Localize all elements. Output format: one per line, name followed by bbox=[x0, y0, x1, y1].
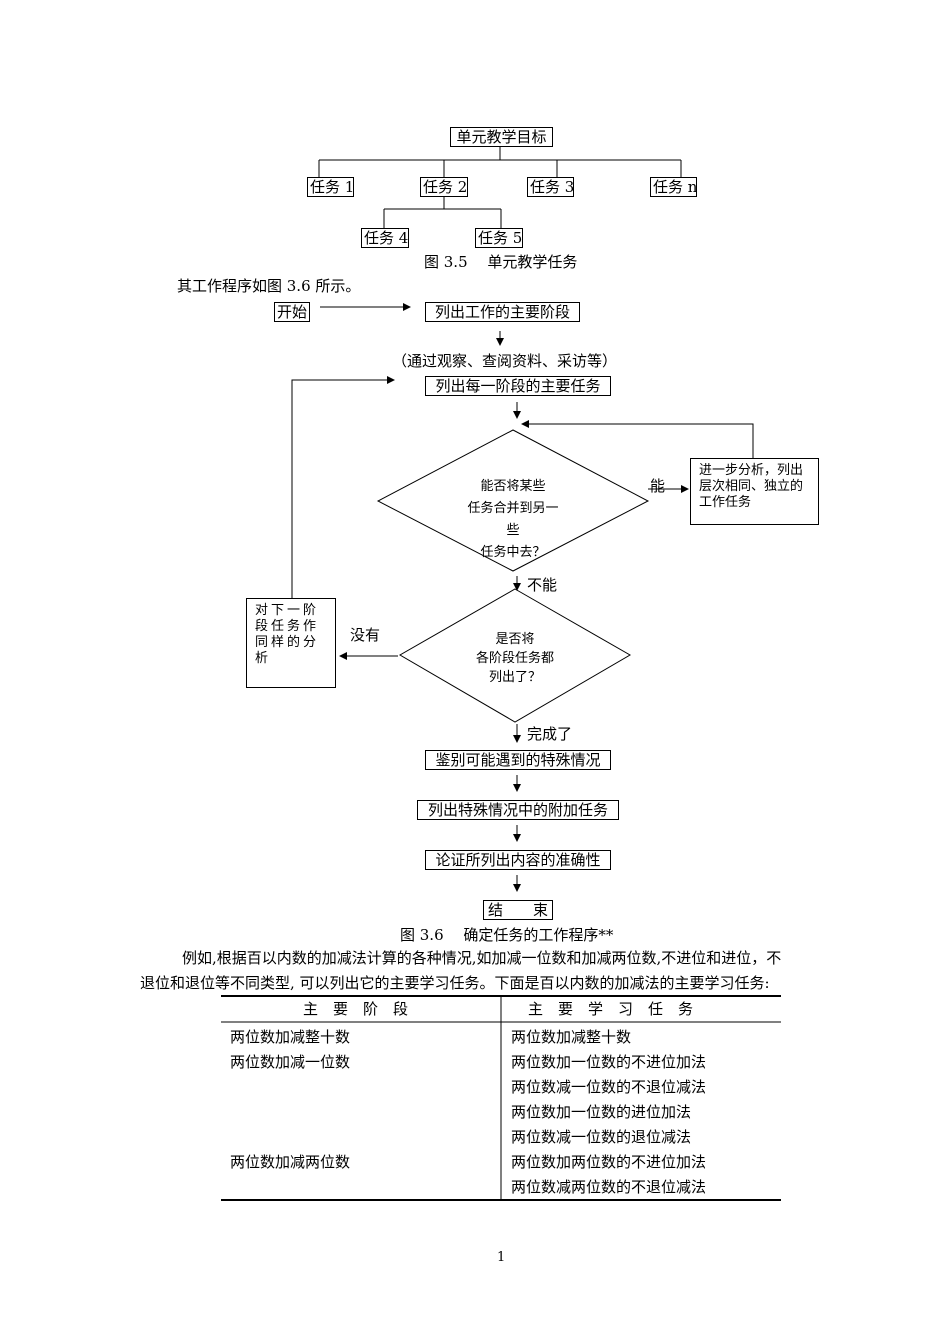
page-number: 1 bbox=[497, 1250, 506, 1265]
decision-merge-line: 些 bbox=[506, 523, 520, 538]
figure-3-5-caption: 图 3.5 单元教学任务 bbox=[424, 253, 578, 271]
decision-diamond-complete bbox=[399, 588, 631, 723]
flow-step-special-cases: 鉴别可能遇到的特殊情况 bbox=[425, 750, 611, 770]
flow-step-stage-tasks: 列出每一阶段的主要任务 bbox=[425, 376, 611, 396]
tree-task-2: 任务 2 bbox=[420, 177, 468, 197]
missing-label: 没有 bbox=[350, 626, 381, 644]
decision-complete-line: 列出了？ bbox=[488, 670, 541, 685]
done-label: 完成了 bbox=[527, 725, 573, 743]
table-header-tasks: 主 要 学 习 任 务 bbox=[528, 1000, 694, 1018]
table-cell: 两位数减一位数的退位减法 bbox=[511, 1128, 692, 1146]
decision-merge-text: 能否将某些 任务合并到另一 些 任务中去？ bbox=[443, 476, 583, 564]
decision-complete-line: 各阶段任务都 bbox=[475, 651, 554, 666]
table-cell: 两位数加两位数的不进位加法 bbox=[511, 1153, 707, 1171]
table-cell: 两位数减两位数的不退位减法 bbox=[511, 1178, 707, 1196]
decision-complete-text: 是否将 各阶段任务都 列出了？ bbox=[455, 630, 575, 687]
table-cell: 两位数加减一位数 bbox=[230, 1053, 351, 1071]
paragraph-line-1: 例如,根据百以内数的加减法计算的各种情况,如加减一位数和加减两位数,不进位和进位… bbox=[182, 949, 782, 967]
table-header-stage: 主 要 阶 段 bbox=[303, 1000, 409, 1018]
decision-diamond-merge bbox=[376, 429, 650, 572]
flow-connectors bbox=[291, 303, 754, 892]
tree-task-4: 任务 4 bbox=[361, 228, 409, 248]
side-box-next-stage: 对下一阶段任务作同样的分析 bbox=[246, 598, 336, 688]
tree-connectors bbox=[318, 146, 682, 228]
tree-task-3: 任务 3 bbox=[527, 177, 574, 197]
flow-step-verify: 论证所列出内容的准确性 bbox=[425, 850, 611, 870]
paragraph-line-2: 退位和退位等不同类型, 可以列出它的主要学习任务。下面是百以内数的加减法的主要学… bbox=[140, 974, 770, 992]
flow-start-box: 开始 bbox=[274, 302, 310, 322]
table-cell: 两位数加一位数的进位加法 bbox=[511, 1103, 692, 1121]
figure-3-6-caption: 图 3.6 确定任务的工作程序** bbox=[400, 926, 614, 944]
decision-complete-line: 是否将 bbox=[495, 632, 535, 647]
table-cell: 两位数加减两位数 bbox=[230, 1153, 351, 1171]
side-box-further-analysis: 进一步分析，列出层次相同、独立的工作任务 bbox=[690, 458, 819, 525]
flow-note: （通过观察、查阅资料、采访等） bbox=[392, 352, 618, 370]
flow-step-additional-tasks: 列出特殊情况中的附加任务 bbox=[417, 800, 619, 820]
decision-merge-line: 任务合并到另一 bbox=[467, 501, 559, 516]
decision-merge-line: 能否将某些 bbox=[480, 479, 546, 494]
intro-text: 其工作程序如图 3.6 所示。 bbox=[177, 277, 361, 295]
decision-merge-line: 任务中去？ bbox=[480, 545, 546, 560]
table-cell: 两位数减一位数的不退位减法 bbox=[511, 1078, 707, 1096]
table-cell: 两位数加一位数的不进位加法 bbox=[511, 1053, 707, 1071]
flow-end-box: 结 束 bbox=[483, 900, 553, 920]
tree-task-5: 任务 5 bbox=[475, 228, 523, 248]
flow-step-main-stages: 列出工作的主要阶段 bbox=[425, 302, 580, 322]
tree-root-box: 单元教学目标 bbox=[450, 127, 553, 147]
yes-label: 能 bbox=[650, 477, 666, 495]
table-cell: 两位数加减整十数 bbox=[230, 1028, 351, 1046]
table-cell: 两位数加减整十数 bbox=[511, 1028, 632, 1046]
no-label: 不能 bbox=[527, 576, 558, 594]
tree-task-n: 任务 n bbox=[650, 177, 697, 197]
tree-task-1: 任务 1 bbox=[307, 177, 354, 197]
table-lines bbox=[221, 995, 781, 1201]
